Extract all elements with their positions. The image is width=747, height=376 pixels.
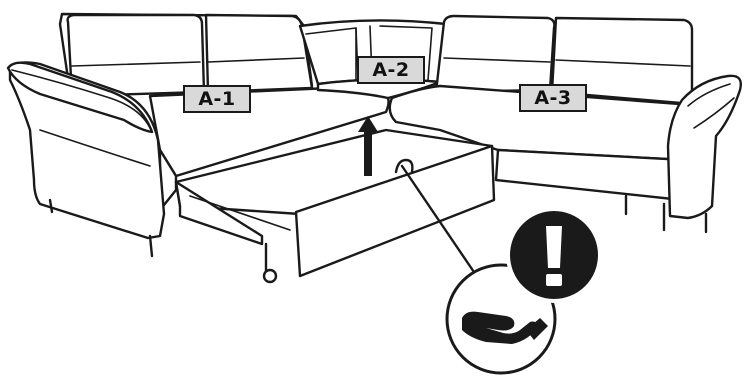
label-a1: A-1	[183, 85, 251, 113]
exclamation-icon	[508, 209, 600, 301]
label-a2: A-2	[357, 56, 425, 84]
label-a3: A-3	[519, 84, 587, 112]
